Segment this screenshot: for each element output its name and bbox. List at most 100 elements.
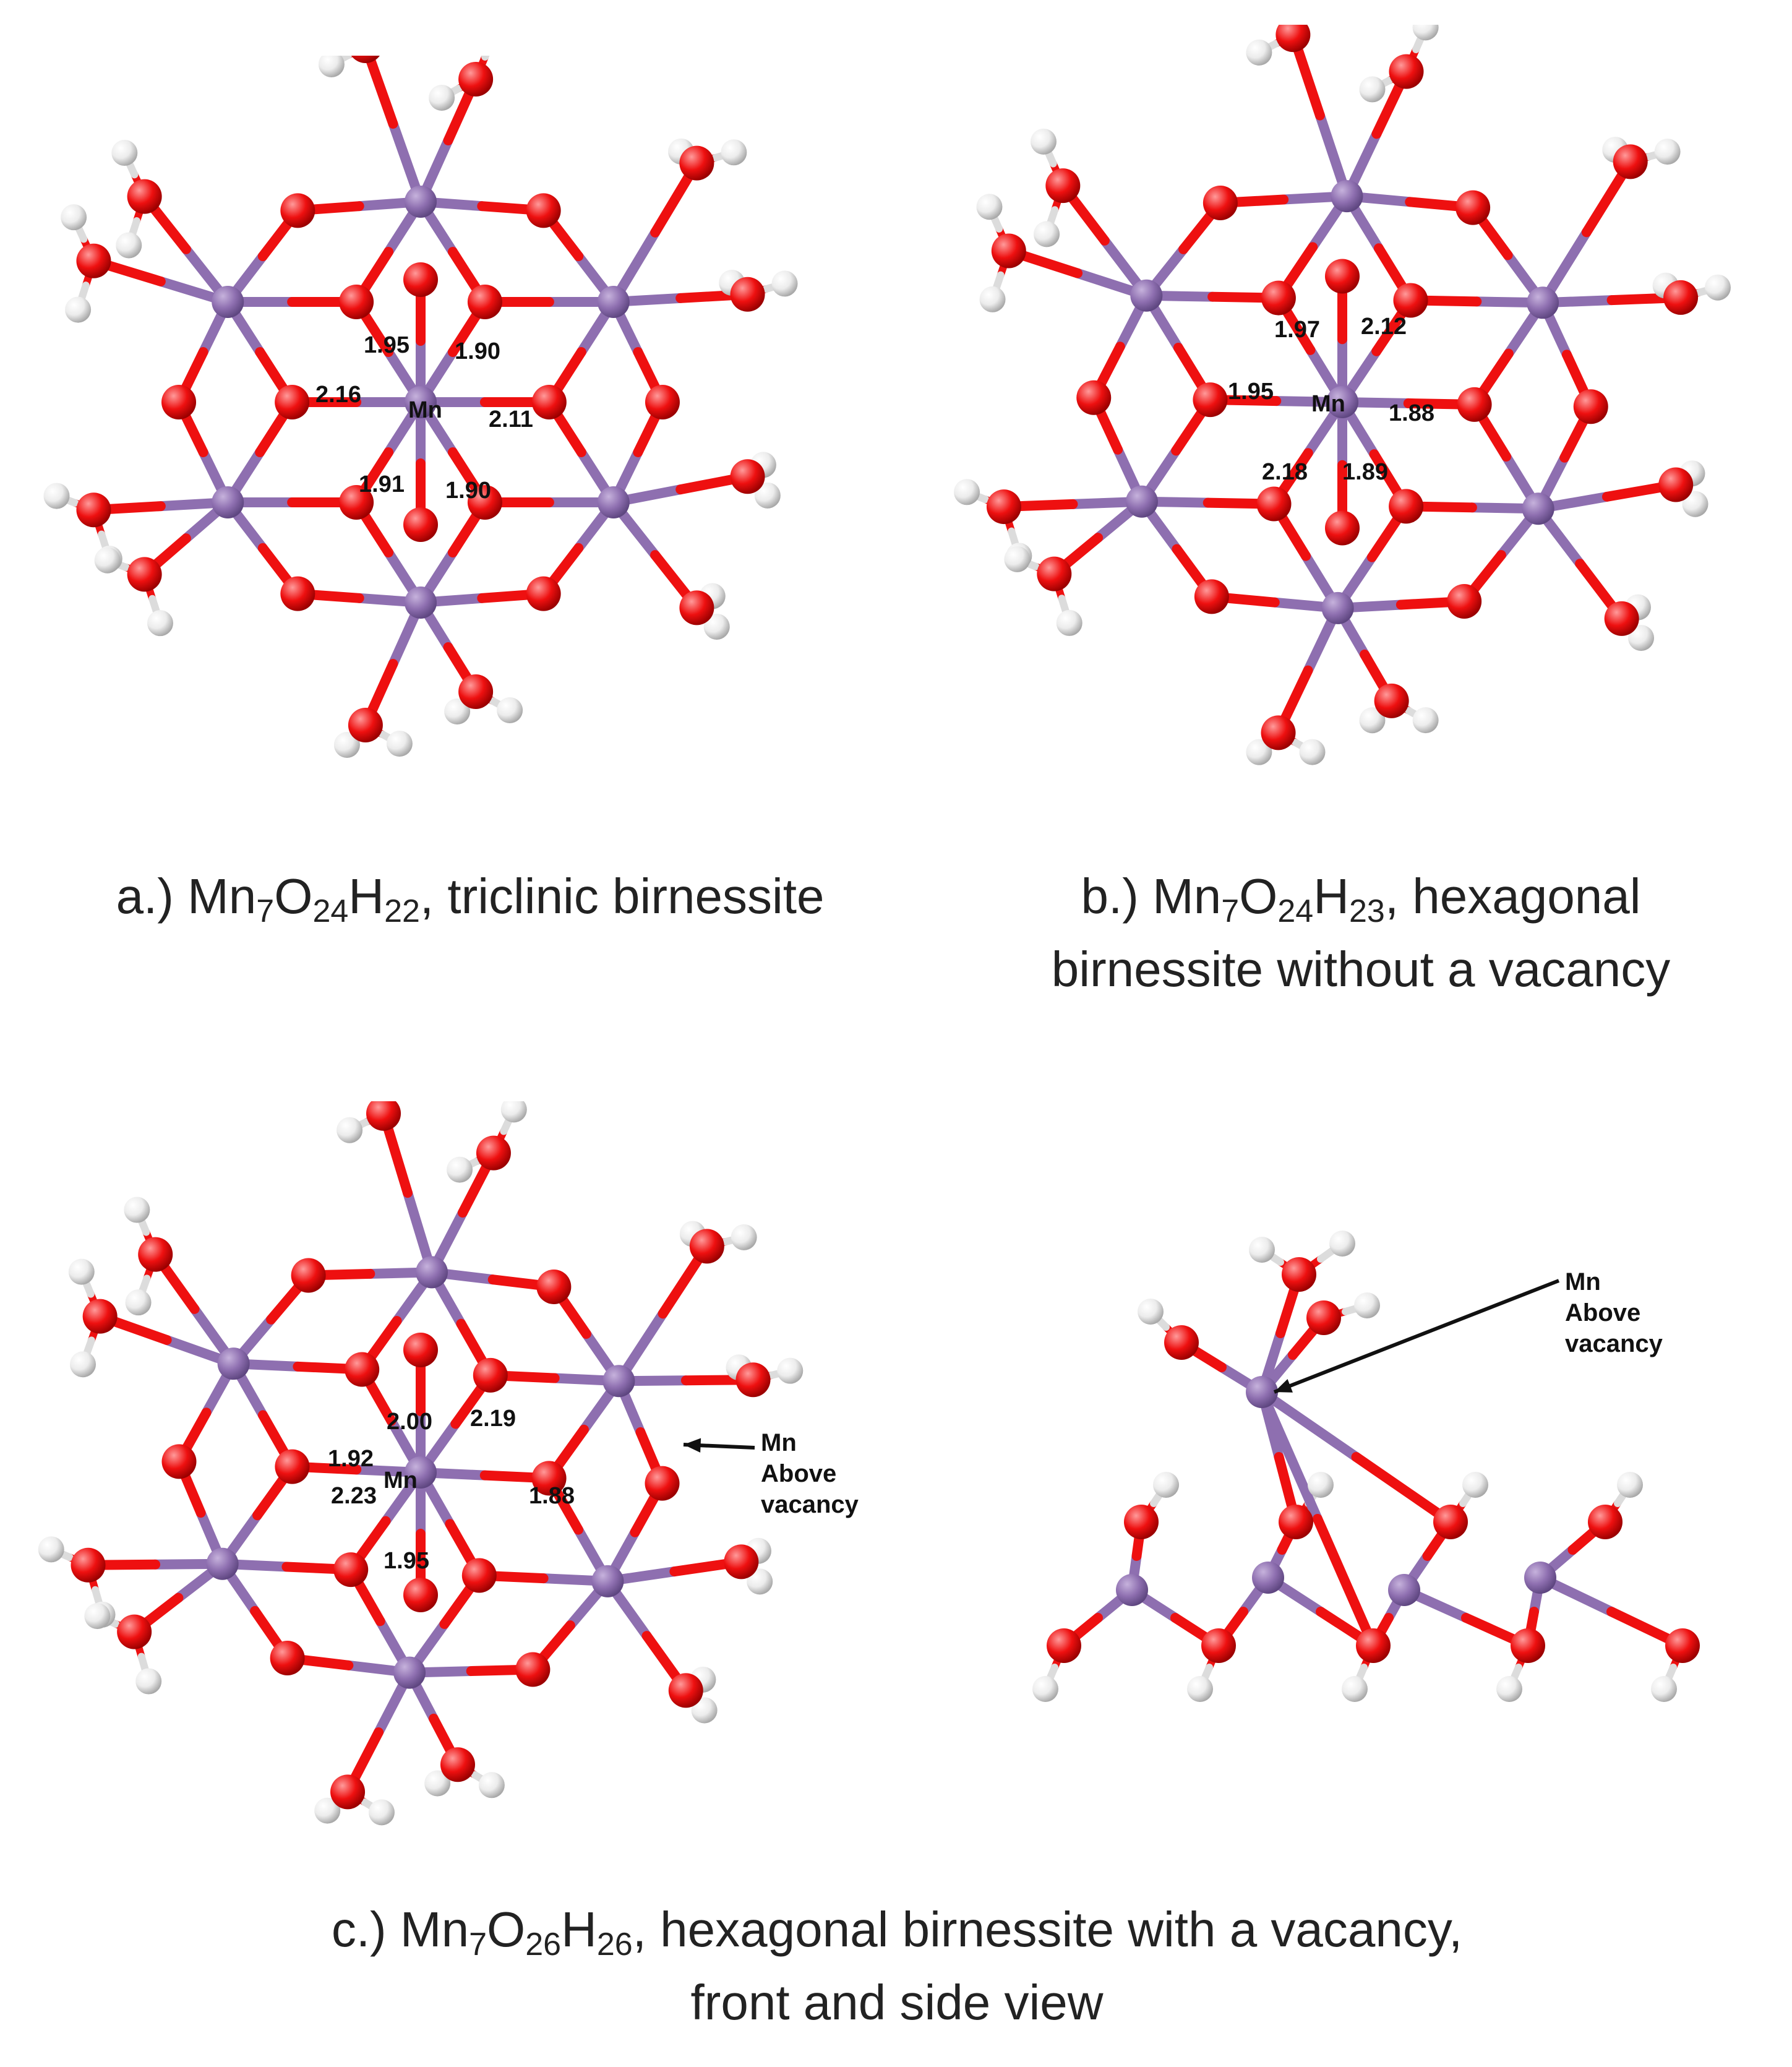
bond xyxy=(1469,399,1543,514)
oxygen-atom xyxy=(986,489,1021,525)
oxygen-atom xyxy=(515,1652,551,1687)
bond xyxy=(293,588,426,608)
bond-length-label: 1.92 xyxy=(328,1446,374,1472)
hydrogen-atom xyxy=(731,1224,757,1250)
manganese-atom xyxy=(1331,180,1363,213)
oxygen-atom xyxy=(1604,601,1639,636)
oxygen-atom xyxy=(461,1558,497,1593)
oxygen-atom xyxy=(291,1258,326,1293)
hydrogen-atom xyxy=(1359,76,1386,103)
bond-length-label: 1.90 xyxy=(445,478,491,504)
bond xyxy=(544,1376,624,1484)
bond xyxy=(1538,292,1686,308)
hydrogen-atom xyxy=(721,139,747,166)
oxygen-atom xyxy=(526,193,561,228)
oxygen-atom xyxy=(724,1544,759,1579)
manganese-atom xyxy=(591,1565,624,1597)
bond xyxy=(1533,479,1681,514)
bond xyxy=(1399,1585,1533,1651)
bond xyxy=(528,1576,613,1675)
manganese-atom xyxy=(206,1547,239,1580)
oxygen-atom xyxy=(1203,185,1238,220)
bond xyxy=(416,588,549,608)
bond-length-label: 2.12 xyxy=(1361,314,1407,340)
manganese-atom xyxy=(1524,1562,1556,1594)
hydrogen-atom xyxy=(1412,707,1439,734)
bond-length-label: 2.23 xyxy=(331,1483,377,1509)
oxygen-atom xyxy=(1045,168,1081,204)
hydrogen-atom xyxy=(318,56,345,77)
oxygen-atom xyxy=(1389,54,1424,89)
hydrogen-atom xyxy=(68,1258,95,1285)
caption-b-line1: b.) Mn7O24H23, hexagonal xyxy=(1081,869,1641,929)
oxygen-atom xyxy=(161,385,197,419)
oxygen-atom xyxy=(1389,489,1424,524)
hydrogen-atom xyxy=(444,698,471,724)
oxygen-atom xyxy=(366,1101,401,1131)
bond-length-label: 1.95 xyxy=(384,1548,429,1574)
oxygen-atom xyxy=(403,1578,438,1612)
oxygen-atom xyxy=(1306,1300,1341,1335)
bond xyxy=(346,1565,415,1678)
hydrogen-atom xyxy=(94,547,121,574)
bond xyxy=(223,297,298,407)
bond xyxy=(1273,293,1347,407)
annotation-mn-above-vacancy: vacancy xyxy=(761,1491,859,1518)
bond xyxy=(282,1653,415,1678)
manganese-atom xyxy=(1321,591,1354,624)
caption-b: b.) Mn7O24H23, hexagonal birnessite with… xyxy=(953,860,1769,1006)
oxygen-atom xyxy=(1037,556,1072,591)
oxygen-atom xyxy=(82,1299,118,1334)
bond xyxy=(1215,191,1352,208)
hydrogen-atom xyxy=(500,1101,527,1123)
bond xyxy=(998,496,1147,512)
hydrogen-atom xyxy=(333,732,360,758)
oxygen-atom xyxy=(333,1552,369,1588)
bond xyxy=(364,56,426,207)
bond-length-label: 1.95 xyxy=(364,332,409,358)
bond xyxy=(228,1270,314,1369)
oxygen-atom xyxy=(1201,1628,1236,1663)
caption-a: a.) Mn7O24H22, triclinic birnessite xyxy=(37,860,903,933)
bond xyxy=(1136,395,1215,507)
hydrogen-atom xyxy=(1153,1472,1179,1498)
bond xyxy=(426,1267,495,1380)
bond xyxy=(1257,1387,1455,1527)
oxygen-atom xyxy=(270,1641,305,1676)
bond xyxy=(1141,290,1284,303)
bond xyxy=(1401,501,1543,514)
center-mn-label-c: Mn xyxy=(384,1468,418,1493)
molecule-a: Mn 1.95 1.90 2.16 2.11 1.91 1.90 xyxy=(43,56,798,758)
bond xyxy=(416,1468,554,1484)
bond xyxy=(1405,295,1548,308)
bond xyxy=(416,197,549,216)
annotation-mn-above-vacancy: Above xyxy=(761,1460,836,1487)
hydrogen-atom xyxy=(1032,1676,1058,1702)
manganese-atom xyxy=(1130,279,1163,312)
oxygen-atom xyxy=(1658,467,1694,502)
hydrogen-atom xyxy=(429,85,455,111)
oxygen-atom xyxy=(1279,1505,1313,1539)
hydrogen-atom xyxy=(314,1797,341,1824)
oxygen-atom xyxy=(645,385,680,419)
hydrogen-atom xyxy=(124,1197,150,1223)
oxygen-atom xyxy=(1194,579,1229,614)
hydrogen-atom xyxy=(386,731,413,757)
oxygen-atom xyxy=(1047,1628,1081,1663)
bond xyxy=(405,1664,538,1678)
oxygen-atom xyxy=(536,1269,572,1304)
bond xyxy=(602,1576,691,1696)
oxygen-atom xyxy=(127,557,162,592)
hydrogen-atom xyxy=(771,270,798,297)
bond-length-label: 2.11 xyxy=(489,406,533,432)
manganese-atom xyxy=(1522,492,1554,525)
bond-length-label: 2.00 xyxy=(387,1409,432,1435)
bond xyxy=(1538,157,1636,308)
bond-length-label: 1.95 xyxy=(1228,379,1274,405)
manganese-atom xyxy=(217,1347,250,1380)
hydrogen-atom xyxy=(1308,1472,1334,1498)
oxygen-atom xyxy=(1325,510,1360,546)
hydrogen-atom xyxy=(38,1536,64,1563)
caption-b-line2: birnessite without a vacancy xyxy=(1051,942,1671,997)
hydrogen-atom xyxy=(424,1770,451,1797)
